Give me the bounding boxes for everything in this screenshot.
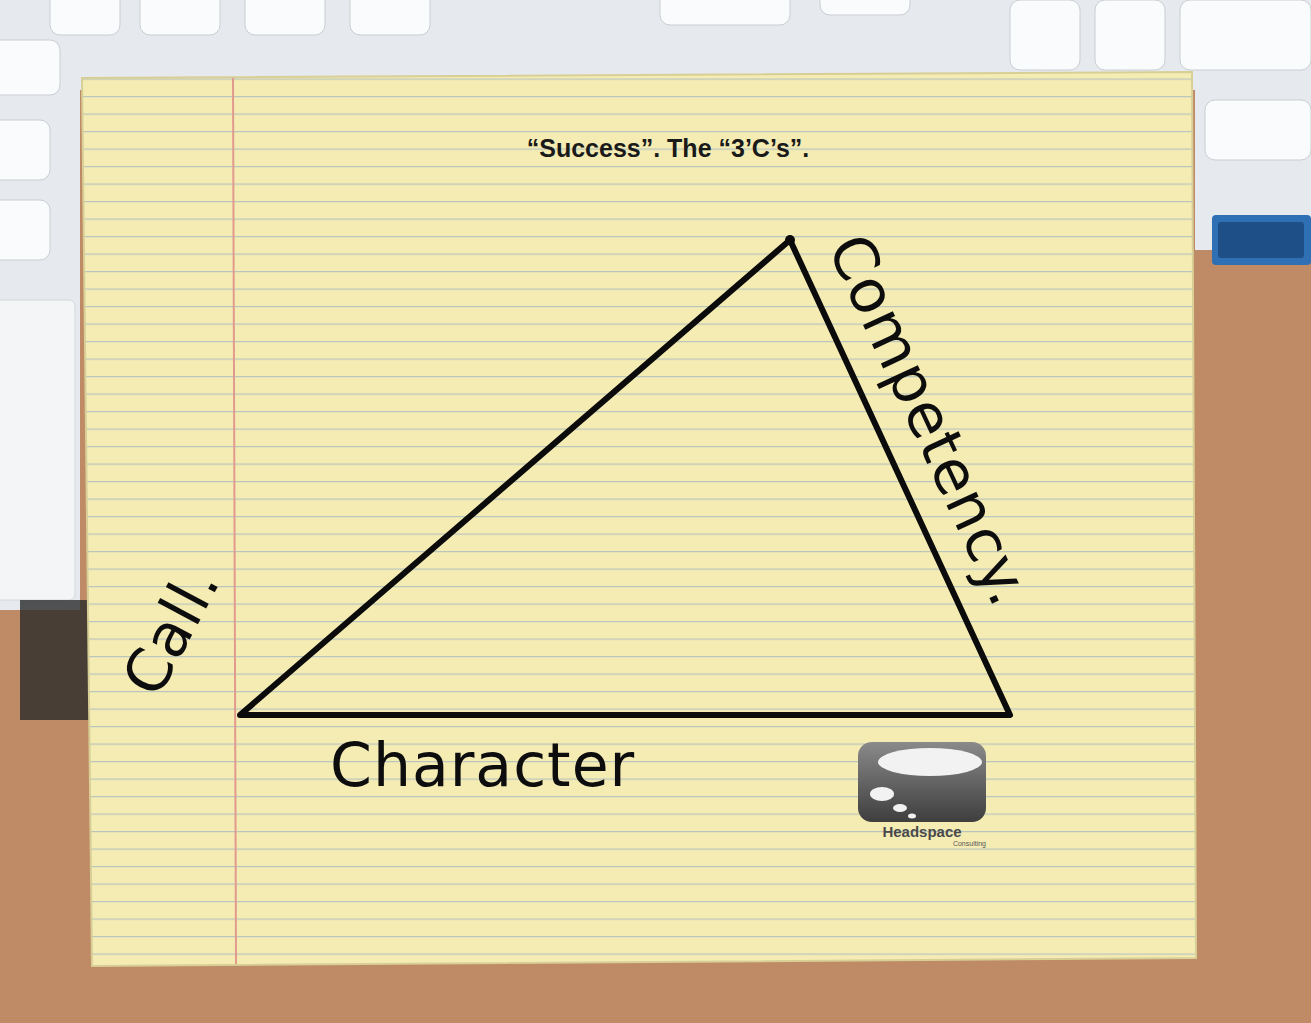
vertex-dot <box>785 235 795 245</box>
side-label: Character <box>330 732 635 798</box>
legal-pad-sheet <box>82 72 1196 966</box>
logo-subtext: Consulting <box>953 840 986 847</box>
logo-text: Headspace <box>882 823 961 840</box>
logo-mark <box>858 742 986 822</box>
shadow <box>20 600 90 720</box>
title-text: “Success”. The “3’C’s”. <box>527 134 810 163</box>
